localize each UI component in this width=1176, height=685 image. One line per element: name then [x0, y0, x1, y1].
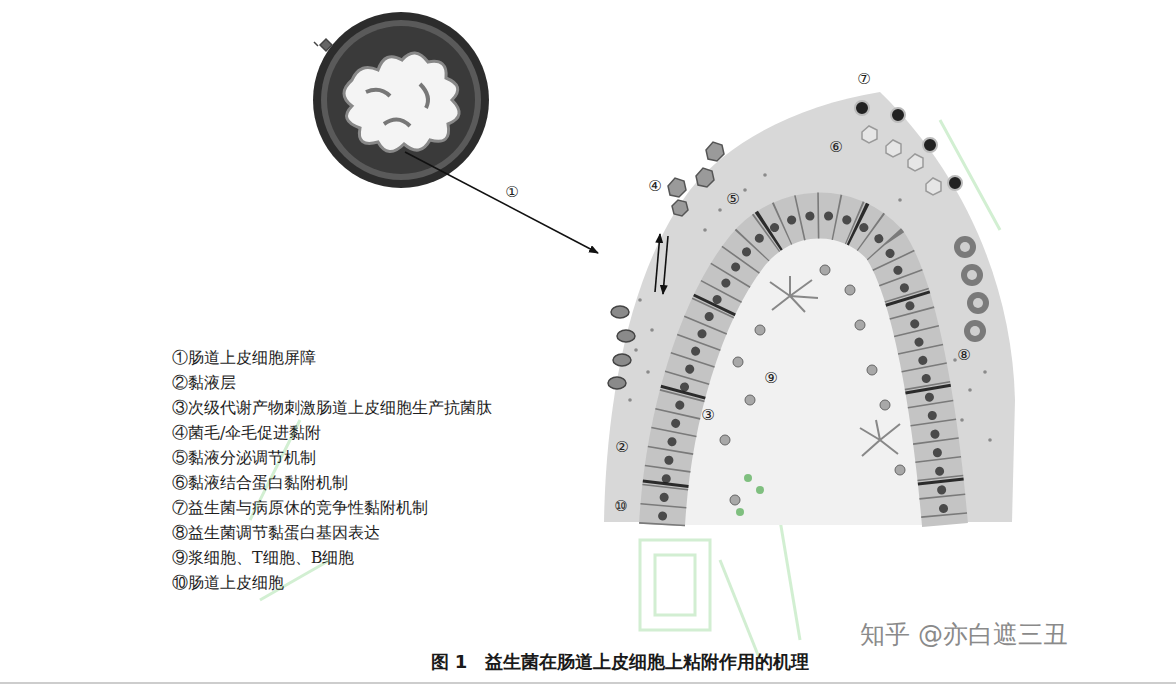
legend-entry: ⑩肠道上皮细胞 — [172, 572, 284, 594]
metabolite-dots — [628, 173, 992, 442]
callout-number: ⑩ — [614, 497, 627, 515]
figure-caption: 图 1 益生菌在肠道上皮细胞上粘附作用的机理 — [431, 650, 810, 674]
intestine-cross-section — [313, 12, 489, 188]
callout-number: ③ — [701, 406, 714, 424]
watermark-text: 知乎 @亦白遮三丑 — [860, 620, 1068, 650]
legend-entry: ⑨浆细胞、T细胞、B细胞 — [172, 547, 354, 569]
adhering-bacteria — [608, 306, 635, 389]
callout-number: ② — [615, 438, 628, 456]
page-rule — [0, 682, 1176, 684]
legend-entry: ⑥黏液结合蛋白黏附机制 — [172, 472, 348, 494]
legend-entry: ⑦益生菌与病原休的竞争性黏附机制 — [172, 497, 428, 519]
legend-entry: ③次级代谢产物刺激肠道上皮细胞生产抗菌肽 — [172, 397, 492, 419]
callout-number: ① — [505, 183, 518, 201]
legend-entry: ②黏液层 — [172, 372, 236, 394]
mucus-binding-bacteria — [862, 126, 941, 195]
legend-entry: ①肠道上皮细胞屏障 — [172, 347, 316, 369]
immune-cells — [720, 265, 905, 516]
secretion-arrows — [655, 234, 668, 294]
regulating-bacteria — [954, 236, 989, 342]
legend-entry: ④菌毛/伞毛促进黏附 — [172, 422, 321, 444]
piliated-bacteria — [668, 142, 724, 216]
lamina-propria — [662, 216, 945, 525]
callout-number: ⑦ — [857, 70, 870, 88]
legend-entry: ⑤黏液分泌调节机制 — [172, 447, 316, 469]
callout-number: ⑤ — [726, 190, 739, 208]
zoom-arrow — [405, 152, 598, 253]
legend-entry: ⑧益生菌调节黏蛋白基因表达 — [172, 522, 380, 544]
competing-bacteria — [855, 101, 962, 190]
callout-number: ④ — [648, 177, 661, 195]
callout-number: ⑥ — [829, 138, 842, 156]
epithelium — [662, 216, 945, 525]
callout-number: ⑧ — [957, 346, 970, 364]
callout-number: ⑨ — [764, 369, 777, 387]
